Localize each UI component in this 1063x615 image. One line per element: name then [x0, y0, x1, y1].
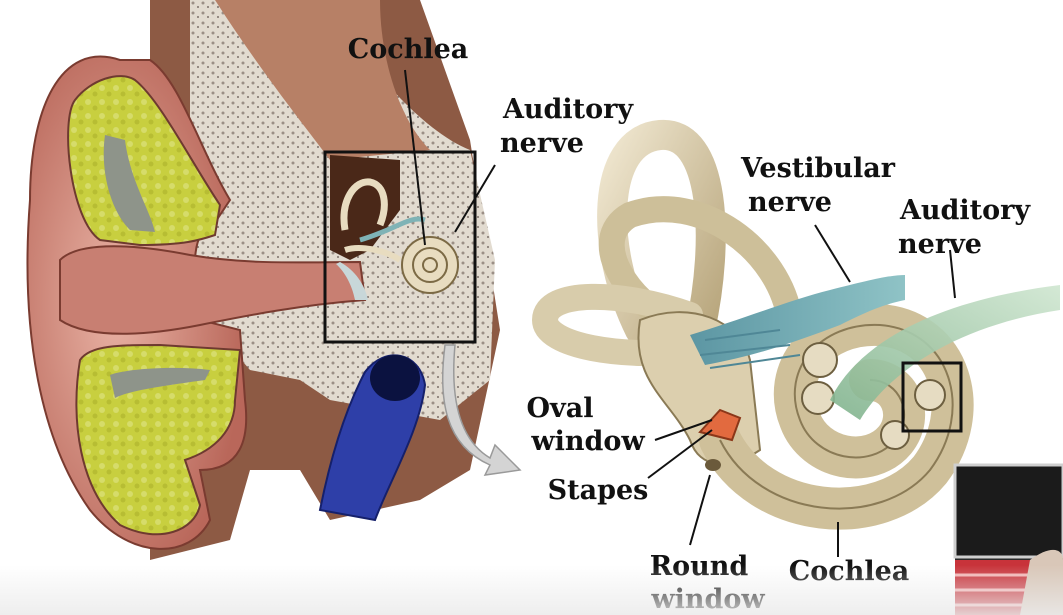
- fat-patch-lower: [110, 367, 210, 398]
- upper-muscle: [215, 0, 430, 160]
- fat-patch-upper: [103, 135, 155, 232]
- zoom-box: [323, 150, 477, 344]
- label-auditory-nerve-left-line1: Auditory: [502, 94, 634, 125]
- middle-ear-cavity: [330, 155, 400, 260]
- vessel-lumen: [370, 355, 420, 401]
- vestibular-leader: [814, 224, 851, 283]
- semicircular-canal-lateral: [531, 283, 713, 367]
- label-stapes: Stapes: [548, 475, 649, 506]
- vestibular-nerve-bundle: [690, 275, 905, 365]
- label-vestibular-nerve-line1: Vestibular: [740, 153, 896, 184]
- stapes-leader: [647, 429, 713, 479]
- ear-cartilage-upper: [67, 75, 222, 247]
- zoom-arrow: [441, 344, 522, 476]
- auditory-nerve-bundle: [830, 285, 1060, 420]
- auditory-right-leader: [949, 249, 956, 299]
- label-auditory-nerve-left-line2: nerve: [500, 128, 584, 159]
- label-oval-window-line2: window: [530, 426, 645, 457]
- label-round-window-line1: Round: [650, 551, 749, 582]
- cochlea-section-box: [901, 361, 963, 433]
- eardrum: [336, 262, 368, 300]
- cochlea-top-leader: [404, 69, 426, 246]
- inner-ear-enlarged: [531, 119, 1060, 557]
- label-cochlea-bottom: Cochlea: [789, 556, 910, 587]
- auditory-nerve-left-leader: [454, 164, 496, 233]
- label-auditory-nerve-right-line1: Auditory: [899, 195, 1031, 226]
- label-auditory-nerve-right-line2: nerve: [898, 229, 982, 260]
- presenter-video-inset: [953, 463, 1063, 615]
- label-oval-window-line1: Oval: [527, 393, 594, 424]
- inner-ear-small: [340, 178, 459, 294]
- round-window: [705, 459, 721, 471]
- outer-ear-section: [26, 0, 500, 560]
- label-vestibular-nerve-line2: nerve: [748, 187, 832, 218]
- round-window-leader: [689, 474, 711, 546]
- oval-window-leader: [654, 419, 713, 441]
- label-cochlea-top: Cochlea: [348, 34, 469, 65]
- vestibular-nerve-fibers: [699, 329, 801, 369]
- label-round-window-line2: window: [650, 584, 765, 615]
